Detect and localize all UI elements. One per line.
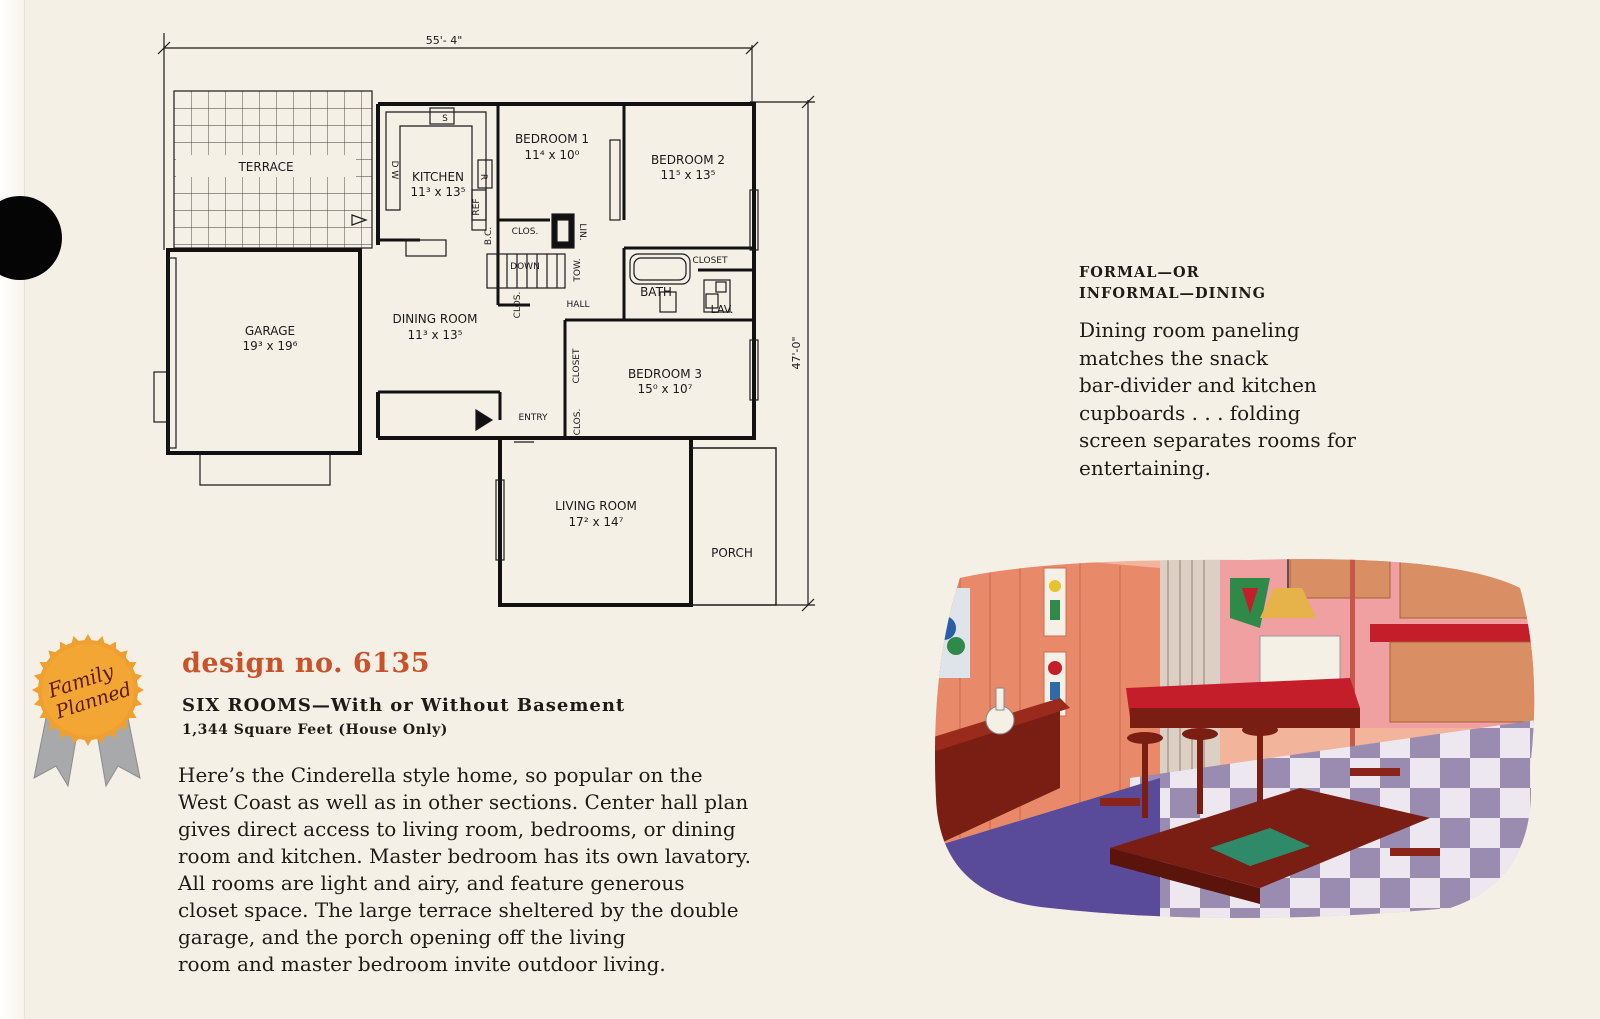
porch-label: PORCH (711, 546, 753, 560)
design-subtitle: SIX ROOMS—With or Without Basement (182, 695, 626, 716)
design-title: design no. 6135 (182, 648, 431, 679)
caption-line: screen separates rooms for (1079, 428, 1356, 452)
living-room-size: 17² x 14⁷ (569, 515, 624, 529)
dining-heading-line2: INFORMAL—DINING (1079, 285, 1267, 302)
dining-room-label: DINING ROOM (393, 312, 478, 326)
entry-label: ENTRY (518, 413, 548, 423)
square-footage: 1,344 Square Feet (House Only) (182, 722, 448, 738)
kitchen-fixtures (167, 107, 759, 561)
description-line: closet space. The large terrace sheltere… (178, 898, 739, 922)
clos-entry-label: CLOS. (573, 409, 583, 436)
dining-room-size: 11³ x 13⁵ (408, 328, 463, 342)
broom-closet-label: B.C. (484, 227, 494, 245)
dining-caption: Dining room paneling matches the snack b… (1079, 317, 1356, 482)
page-gutter (0, 0, 25, 1019)
dining-room-illustration (935, 559, 1535, 918)
closet-label: CLOSET (693, 256, 728, 266)
interior-walls (378, 104, 754, 440)
lav-label: LAV. (711, 303, 734, 316)
bedroom1-label: BEDROOM 1 (515, 132, 589, 146)
description-line: All rooms are light and airy, and featur… (178, 871, 685, 895)
dining-heading: FORMAL—OR INFORMAL—DINING (1079, 262, 1266, 304)
terrace-label: TERRACE (237, 160, 293, 174)
description-line: gives direct access to living room, bedr… (178, 817, 736, 841)
bath-label: BATH (640, 285, 672, 299)
caption-line: bar-divider and kitchen (1079, 373, 1317, 397)
caption-line: matches the snack (1079, 345, 1268, 370)
refrigerator-label: REF (472, 198, 482, 215)
caption-line: Dining room paneling (1079, 318, 1300, 342)
closet-vertical-label: CLOSET (572, 348, 582, 383)
design-description: Here’s the Cinderella style home, so pop… (178, 762, 751, 978)
garage-size: 19³ x 19⁶ (243, 339, 298, 353)
description-line: garage, and the porch opening off the li… (178, 925, 626, 949)
towel-label: TOW. (573, 258, 583, 282)
dishwasher-label: D W (389, 161, 399, 180)
hall-label: HALL (567, 300, 590, 310)
kitchen-size: 11³ x 13⁵ (411, 185, 466, 199)
bedroom2-size: 11⁵ x 13⁵ (661, 168, 716, 182)
garage-label: GARAGE (245, 324, 295, 338)
description-line: West Coast as well as in other sections.… (178, 790, 749, 814)
width-dimension-line (157, 33, 759, 250)
clos-vertical-label: CLOS. (513, 292, 523, 319)
sideboard (935, 708, 1060, 848)
family-planned-badge: Family Planned (28, 628, 148, 788)
living-room-label: LIVING ROOM (555, 499, 637, 513)
description-line: room and kitchen. Master bedroom has its… (178, 844, 751, 868)
dining-heading-line1: FORMAL—OR (1079, 264, 1200, 281)
kitchen-label: KITCHEN (412, 170, 464, 184)
caption-line: entertaining. (1079, 455, 1211, 480)
refrigerator-r-label: R (478, 174, 488, 180)
bedroom1-size: 11⁴ x 10⁰ (525, 148, 580, 162)
depth-dimension-line (750, 95, 815, 612)
depth-dimension: 47'-0" (790, 336, 803, 369)
porch-outline (691, 447, 777, 606)
bedroom2-label: BEDROOM 2 (651, 153, 725, 167)
description-line: room and master bedroom invite outdoor l… (178, 952, 666, 976)
down-label: DOWN (510, 262, 540, 272)
clos-label: CLOS. (512, 227, 539, 237)
linen-label: LIN. (577, 223, 587, 240)
sink-label: S (442, 114, 448, 124)
bedroom3-label: BEDROOM 3 (628, 367, 702, 381)
floor-plan: 55'- 4" 47'-0" TERRACE (153, 33, 815, 612)
description-line: Here’s the Cinderella style home, so pop… (178, 763, 703, 787)
width-dimension: 55'- 4" (426, 34, 463, 47)
caption-line: cupboards . . . folding (1079, 400, 1301, 425)
bedroom3-size: 15⁰ x 10⁷ (638, 382, 693, 396)
